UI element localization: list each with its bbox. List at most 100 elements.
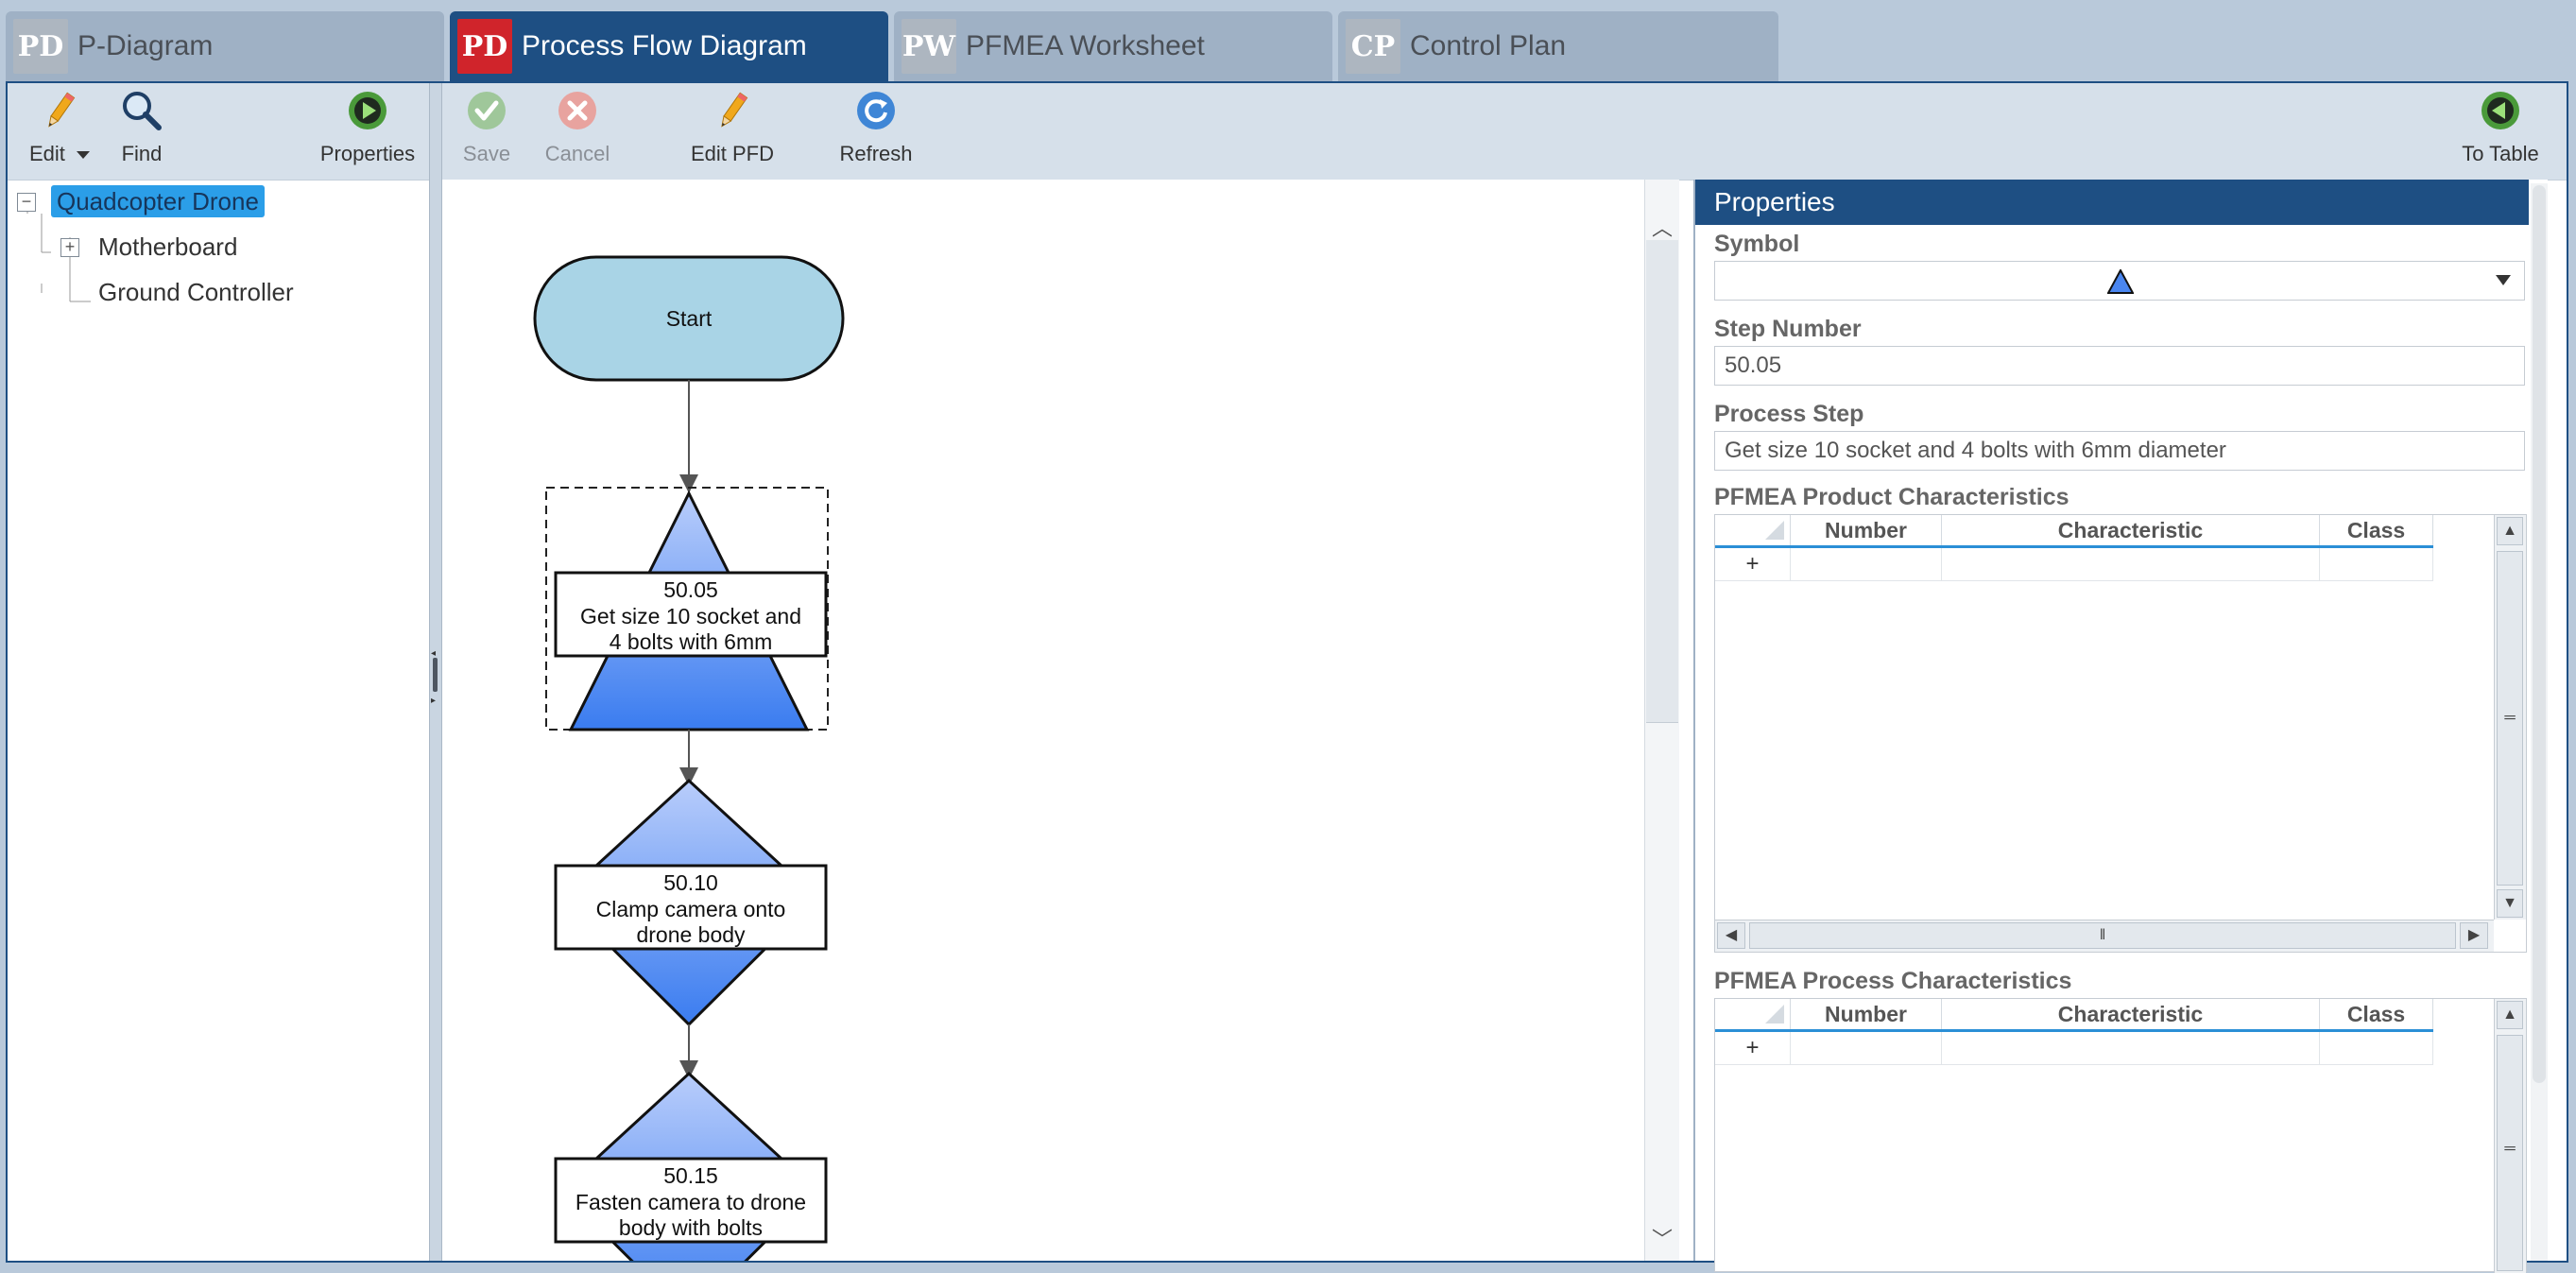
main-frame: Edit Find: [6, 81, 2568, 1273]
refresh-button[interactable]: Refresh: [833, 89, 919, 176]
flow-step-50-05[interactable]: 50.05 Get size 10 socket and 4 bolts wit…: [545, 487, 829, 731]
column-number[interactable]: Number: [1791, 515, 1942, 545]
save-button[interactable]: Save: [457, 89, 516, 176]
properties-scrollbar[interactable]: [2531, 183, 2548, 1261]
column-class[interactable]: Class: [2320, 515, 2433, 545]
scroll-up-icon[interactable]: ▲: [2497, 517, 2523, 545]
scroll-thumb[interactable]: [2533, 185, 2546, 1083]
step-number: 50.15: [663, 1163, 718, 1188]
column-characteristic[interactable]: Characteristic: [1942, 999, 2320, 1029]
tab-badge: PD: [13, 19, 68, 74]
grid-vertical-scrollbar[interactable]: ▲ ═: [2494, 999, 2526, 1273]
edit-menu-button[interactable]: Edit: [26, 89, 93, 176]
scroll-up-icon[interactable]: ︿: [1651, 216, 1673, 240]
to-table-button[interactable]: To Table: [2455, 89, 2546, 176]
column-characteristic[interactable]: Characteristic: [1942, 515, 2320, 545]
table-cell[interactable]: [1942, 1032, 2320, 1064]
tree-node-root[interactable]: Quadcopter Drone: [51, 185, 265, 217]
scroll-thumb[interactable]: ═: [2497, 551, 2523, 886]
column-class[interactable]: Class: [2320, 999, 2433, 1029]
scroll-right-icon[interactable]: ▶: [2460, 922, 2488, 949]
table-cell[interactable]: [1942, 548, 2320, 580]
properties-button[interactable]: Properties: [316, 89, 420, 176]
step-label-box: [554, 1157, 828, 1244]
module-tabs: PD P-Diagram PD Process Flow Diagram PW …: [0, 0, 2576, 81]
pane-splitter[interactable]: ◂ ▸: [429, 83, 442, 1261]
symbol-select[interactable]: [1714, 261, 2525, 301]
tab-label: Control Plan: [1410, 30, 1567, 61]
grid-vertical-scrollbar[interactable]: ▲ ═ ▼: [2494, 515, 2526, 920]
symbol-label: Symbol: [1714, 231, 1800, 257]
diagram-pane: Save Cancel: [442, 83, 2567, 1273]
splitter-grip-icon[interactable]: [433, 658, 438, 692]
diagram-toolbar: Save Cancel: [442, 83, 2567, 181]
collapse-toggle-icon[interactable]: −: [17, 193, 36, 212]
flow-step-50-15[interactable]: 50.15 Fasten camera to drone body with b…: [554, 1071, 828, 1261]
tab-label: PFMEA Worksheet: [966, 30, 1205, 61]
edit-pfd-button[interactable]: Edit PFD: [690, 89, 775, 176]
grid-corner: [1715, 515, 1791, 545]
start-node[interactable]: Start: [533, 255, 845, 382]
canvas-scrollbar[interactable]: ︿ ﹀: [1644, 180, 1679, 1261]
step-text-line1: Clamp camera onto: [596, 897, 786, 921]
refresh-label: Refresh: [839, 142, 913, 165]
table-cell[interactable]: [2320, 548, 2433, 580]
edit-pfd-label: Edit PFD: [690, 142, 775, 165]
step-text-line2: body with bolts: [619, 1215, 763, 1240]
scroll-down-icon[interactable]: ▼: [2497, 889, 2523, 918]
scroll-up-icon[interactable]: ▲: [2497, 1001, 2523, 1029]
scroll-thumb[interactable]: ‖: [1749, 922, 2456, 949]
step-number-label: Step Number: [1714, 316, 1862, 342]
collapse-right-icon[interactable]: ▸: [431, 696, 437, 706]
add-row-button[interactable]: +: [1715, 1032, 1791, 1064]
tab-label: P-Diagram: [77, 30, 214, 61]
tree-toolbar: Edit Find: [8, 83, 429, 181]
search-icon: [120, 89, 163, 132]
column-number[interactable]: Number: [1791, 999, 1942, 1029]
cancel-button[interactable]: Cancel: [544, 89, 610, 176]
table-cell[interactable]: [1791, 548, 1942, 580]
pencil-icon: [711, 89, 754, 132]
step-label-box: [554, 864, 828, 951]
refresh-icon: [854, 89, 898, 132]
tab-process-flow-diagram[interactable]: PD Process Flow Diagram: [450, 11, 888, 81]
tree-node-label: Quadcopter Drone: [51, 185, 265, 217]
tab-p-diagram[interactable]: PD P-Diagram: [6, 11, 444, 81]
add-row-button[interactable]: +: [1715, 548, 1791, 580]
edit-label: Edit: [28, 142, 65, 165]
properties-label: Properties: [319, 142, 416, 165]
chevron-down-icon: [77, 151, 91, 160]
step-number: 50.10: [663, 870, 718, 895]
step-number-field[interactable]: 50.05: [1714, 346, 2525, 386]
process-flow-canvas[interactable]: Start 50.05 Get size 10 socket and 4 bol…: [442, 180, 1644, 1261]
tree-node-ground-controller[interactable]: Ground Controller: [98, 278, 294, 306]
process-step-label: Process Step: [1714, 401, 1864, 427]
cancel-label: Cancel: [544, 142, 610, 165]
process-step-field[interactable]: Get size 10 socket and 4 bolts with 6mm …: [1714, 431, 2525, 471]
scroll-thumb[interactable]: [1646, 240, 1678, 723]
scroll-thumb[interactable]: ═: [2497, 1035, 2523, 1271]
process-characteristics-grid: Number Characteristic Class + ▲ ═: [1714, 998, 2527, 1273]
chevron-down-icon: [2496, 275, 2511, 285]
step-text-line2: drone body: [636, 922, 746, 947]
find-button[interactable]: Find: [110, 89, 174, 176]
grid-corner: [1715, 999, 1791, 1029]
table-cell[interactable]: [1791, 1032, 1942, 1064]
expand-toggle-icon[interactable]: +: [60, 238, 79, 257]
scroll-left-icon[interactable]: ◀: [1717, 922, 1745, 949]
product-tree: − Quadcopter Drone + Motherboard Ground …: [8, 180, 429, 1261]
close-icon: [556, 89, 599, 132]
tree-node-motherboard[interactable]: Motherboard: [98, 232, 238, 261]
tab-badge: PW: [902, 19, 956, 74]
flow-step-50-10[interactable]: 50.10 Clamp camera onto drone body: [554, 778, 828, 1027]
grid-header: Number Characteristic Class: [1715, 515, 2433, 548]
table-cell[interactable]: [2320, 1032, 2433, 1064]
collapse-left-icon[interactable]: ◂: [431, 648, 437, 659]
tab-badge: PD: [457, 19, 512, 74]
arrow-right-icon: [346, 89, 389, 132]
arrow-left-icon: [2479, 89, 2522, 132]
scroll-down-icon[interactable]: ﹀: [1651, 1228, 1673, 1251]
tab-pfmea-worksheet[interactable]: PW PFMEA Worksheet: [894, 11, 1332, 81]
grid-horizontal-scrollbar[interactable]: ◀ ‖ ▶: [1715, 920, 2494, 952]
tab-control-plan[interactable]: CP Control Plan: [1338, 11, 1778, 81]
